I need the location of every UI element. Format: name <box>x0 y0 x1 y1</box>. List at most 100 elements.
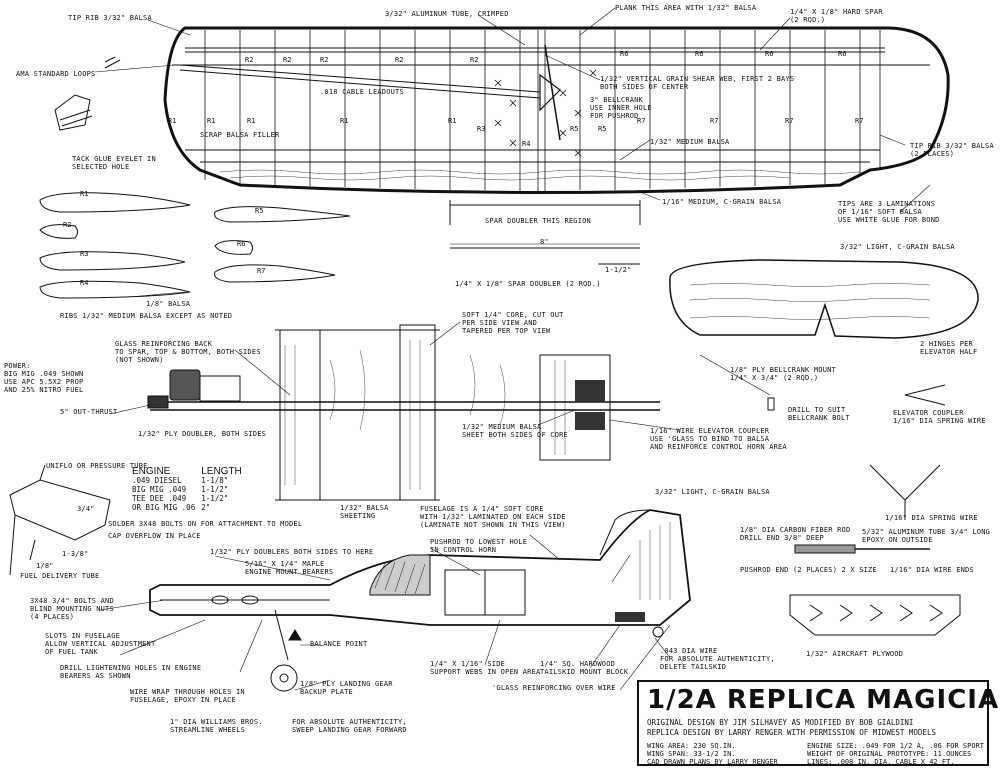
label-glass-wire: 'GLASS REINFORCING OVER WIRE <box>492 684 616 692</box>
design-credit: ORIGINAL DESIGN BY JIM SILHAVEY AS MODIF… <box>647 718 914 727</box>
label-spring-wire: 1/16" DIA SPRING WIRE <box>885 514 978 522</box>
engine-cell: TEE DEE .049 <box>132 494 187 503</box>
spec-wing-span: WING SPAN: 33-1/2 IN. <box>647 750 736 758</box>
rib-profiles <box>39 192 351 299</box>
rib-label: R7 <box>855 117 864 125</box>
label-alu-tube: 3/32" ALUMINUM TUBE, CRIMPED <box>385 10 509 18</box>
length-cell: 1-1/2" <box>201 485 229 494</box>
label-balsa-sheet: 1/32" BALSA SHEETING <box>340 504 389 520</box>
engine-cell: BIG MIG .049 <box>132 485 187 494</box>
label-plank: PLANK THIS AREA WITH 1/32" BALSA <box>615 4 757 12</box>
length-cell: 1-1/2" <box>201 494 229 503</box>
label-shear-web: 1/32" VERTICAL GRAIN SHEAR WEB, FIRST 2 … <box>600 75 795 91</box>
rib-label: R3 <box>477 125 486 133</box>
label-ply-lg: 1/8" PLY LANDING GEAR BACKUP PLATE <box>300 680 393 696</box>
label-scrap-filler: SCRAP BALSA FILLER <box>200 131 280 139</box>
rib-label: R6 <box>237 240 246 248</box>
label-med-sheet: 1/32" MEDIUM BALSA SHEET BOTH SIDES OF C… <box>462 423 568 439</box>
rib-label: R6 <box>695 50 704 58</box>
label-wire-coupler: 1/16" WIRE ELEVATOR COUPLER USE 'GLASS T… <box>650 427 787 451</box>
label-uniflo: UNIFLO OR PRESSURE TUBE <box>46 462 148 470</box>
rib-label: R7 <box>710 117 719 125</box>
rib-label: R1 <box>207 117 216 125</box>
label-side-webs: 1/4" X 1/16" SIDE SUPPORT WEBS IN OPEN A… <box>430 660 541 676</box>
engine-length-table: ENGINE LENGTH .049 DIESEL 1-1/8" BIG MIG … <box>132 466 248 513</box>
spec-engine-size: ENGINE SIZE: .049 FOR 1/2 A, .06 FOR SPO… <box>807 742 985 750</box>
rib-label: R2 <box>320 56 329 64</box>
label-ribs-note: RIBS 1/32" MEDIUM BALSA EXCEPT AS NOTED <box>60 312 233 320</box>
rib-label: R4 <box>522 140 531 148</box>
length-col-header: LENGTH <box>201 466 242 477</box>
label-soft-core: SOFT 1/4" CORE, CUT OUT PER SIDE VIEW AN… <box>462 311 564 335</box>
label-pushrod-end: PUSHROD END (2 PLACES) 2 X SIZE <box>740 566 877 574</box>
label-ply-doubler: 1/32" PLY DOUBLER, BOTH SIDES <box>138 430 267 438</box>
replica-credit: REPLICA DESIGN BY LARRY RENGER WITH PERM… <box>647 728 936 737</box>
fuselage-side-view <box>149 509 691 692</box>
label-aircraft-ply: 1/32" AIRCRAFT PLYWOOD <box>806 650 904 658</box>
rib-label: R2 <box>245 56 254 64</box>
label-ama-loops: AMA STANDARD LOOPS <box>16 70 96 78</box>
label-dim-1-5: 1-1/2" <box>605 266 632 274</box>
rib-label: R6 <box>838 50 847 58</box>
engine-cell: OR BIG MIG .06 <box>132 503 196 512</box>
label-alu-tube-2: 5/32" ALUMINUM TUBE 3/4" LONG EPOXY ON O… <box>862 528 991 544</box>
spec-cad-credit: CAD DRAWN PLANS BY LARRY RENGER <box>647 758 778 766</box>
label-tip-rib-2: TIP RIB 3/32" BALSA (2 PLACES) <box>910 142 994 158</box>
rib-label: R1 <box>340 117 349 125</box>
engine-cell: .049 DIESEL <box>132 476 182 485</box>
stabilizer-top-view <box>669 259 979 339</box>
spar-doubler-dims <box>449 200 641 265</box>
label-wire-ends: 1/16" DIA WIRE ENDS <box>890 566 974 574</box>
label-eighth-balsa: 1/8" BALSA <box>146 300 191 308</box>
label-out-thrust: 5" OUT-THRUST <box>60 408 118 416</box>
label-hard-spar: 1/4" X 1/8" HARD SPAR (2 RQD.) <box>790 8 883 24</box>
label-dia-wire: .043 DIA WIRE FOR ABSOLUTE AUTHENTICITY,… <box>660 647 775 671</box>
rib-label: R7 <box>637 117 646 125</box>
plan-title: 1/2A REPLICA MAGICIAN <box>647 685 1000 715</box>
label-cap: CAP OVERFLOW IN PLACE <box>108 532 201 540</box>
label-tack-glue: TACK GLUE EYELET IN SELECTED HOLE <box>72 155 156 171</box>
pushrod-end <box>794 544 930 554</box>
spec-lines: LINES: .008 IN. DIA. CABLE X 42 FT. <box>807 758 955 766</box>
rib-label: R1 <box>247 117 256 125</box>
label-spar-region: SPAR DOUBLER THIS REGION <box>485 217 591 225</box>
label-glass-back: GLASS REINFORCING BACK TO SPAR, TOP & BO… <box>115 340 261 364</box>
rib-label: R2 <box>63 221 72 229</box>
spec-weight: WEIGHT OF ORIGINAL PROTOTYPE: 11 OUNCES <box>807 750 972 758</box>
label-slots: SLOTS IN FUSELAGE ALLOW VERTICAL ADJUSTM… <box>45 632 156 656</box>
rib-label: R6 <box>620 50 629 58</box>
rib-label: R5 <box>598 125 607 133</box>
label-wire-wrap: WIRE WRAP THROUGH HOLES IN FUSELAGE, EPO… <box>130 688 245 704</box>
label-carbon: 1/8" DIA CARBON FIBER ROD DRILL END 3/8"… <box>740 526 851 542</box>
fuselage-top-view <box>147 324 946 520</box>
label-tips-lam: TIPS ARE 3 LAMINATIONS OF 1/16" SOFT BAL… <box>838 200 940 224</box>
label-bolts: 3X48 3/4" BOLTS AND BLIND MOUNTING NUTS … <box>30 597 114 621</box>
label-sweep: FOR ABSOLUTE AUTHENTICITY, SWEEP LANDING… <box>292 718 407 734</box>
label-c-grain: 1/16" MEDIUM, C-GRAIN BALSA <box>662 198 782 206</box>
label-fuel-tube: FUEL DELIVERY TUBE <box>20 572 100 580</box>
label-bellcrank: 3" BELLCRANK USE INNER HOLE FOR PUSHROD <box>590 96 652 120</box>
label-light-c-grain: 3/32" LIGHT, C-GRAIN BALSA <box>840 243 955 251</box>
wing-top-view <box>54 26 950 194</box>
label-fuselage: FUSELAGE IS A 1/4" SOFT CORE WITH 1/32" … <box>420 505 566 529</box>
label-maple: 5/16" X 1/4" MAPLE ENGINE MOUNT BEARERS <box>245 560 334 576</box>
label-hinges: 2 HINGES PER ELEVATOR HALF <box>920 340 978 356</box>
rib-label: R2 <box>470 56 479 64</box>
rib-label: R1 <box>80 190 89 198</box>
rib-label: R7 <box>257 267 266 275</box>
label-balance: BALANCE POINT <box>310 640 368 648</box>
label-power: POWER: BIG MIG .049 SHOWN USE APC 5.5X2 … <box>4 362 84 394</box>
label-pushrod-horn: PUSHROD TO LOWEST HOLE IN CONTROL HORN <box>430 538 528 554</box>
label-drill-holes: DRILL LIGHTENING HOLES IN ENGINE BEARERS… <box>60 664 202 680</box>
label-dim-18: 1/8" <box>36 562 54 570</box>
label-medium-balsa: 1/32" MEDIUM BALSA <box>650 138 730 146</box>
label-spar-doubler: 1/4" X 1/8" SPAR DOUBLER (2 RQD.) <box>455 280 601 288</box>
length-cell: 1-1/8" <box>201 476 229 485</box>
fuel-tank <box>9 464 111 576</box>
spec-wing-area: WING AREA: 230 SQ.IN. <box>647 742 736 750</box>
engine-col-header: ENGINE <box>132 466 171 477</box>
rib-label: R7 <box>785 117 794 125</box>
label-leadouts: .018 CABLE LEADOUTS <box>320 88 404 96</box>
label-dim-138: 1-3/8" <box>62 550 89 558</box>
